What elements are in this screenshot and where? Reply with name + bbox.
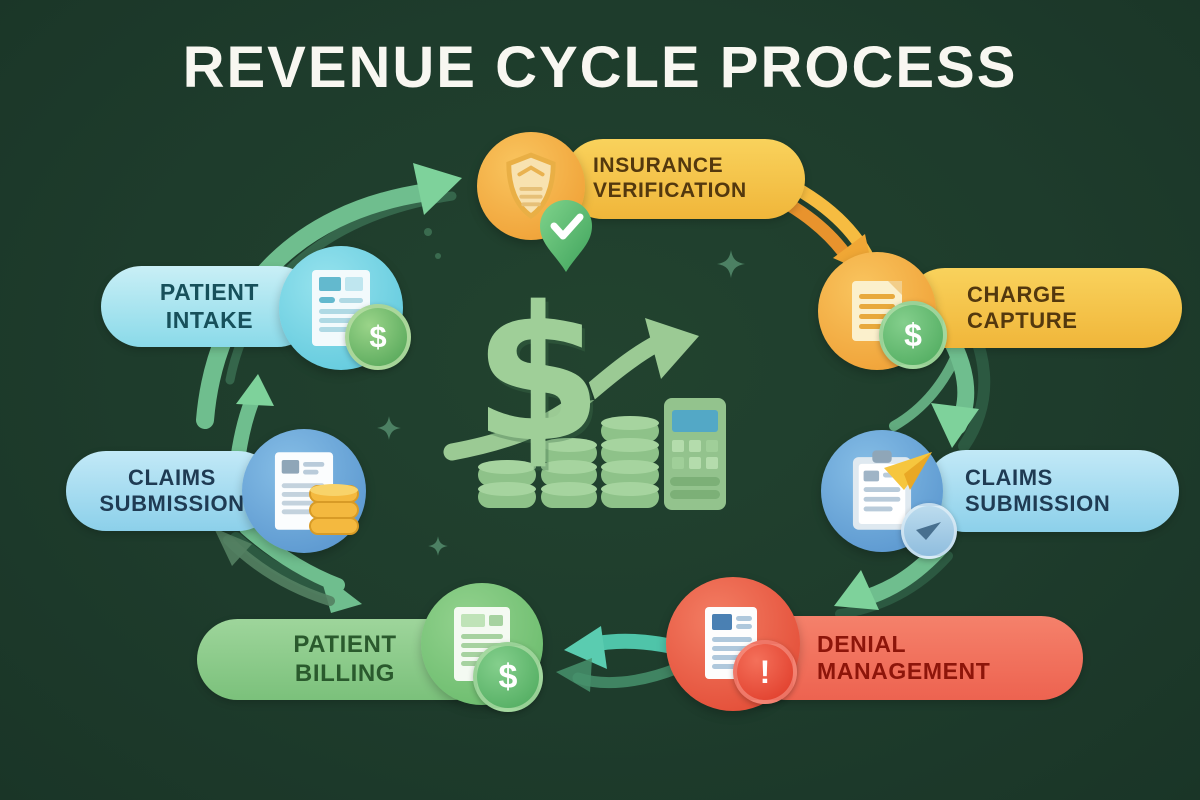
stage-label-line: PATIENT <box>159 279 260 306</box>
stage-label-line: CLAIMS <box>128 465 216 491</box>
flow-arrow-claims-left-to-intake <box>230 374 274 465</box>
flow-arrow-claims-left-to-billing <box>214 521 362 613</box>
center-finance-illustration <box>443 318 726 510</box>
flow-arrow-denial-to-billing <box>556 626 684 692</box>
stage-label-line: INTAKE <box>165 306 254 333</box>
stage-label-line: INSURANCE <box>593 154 724 178</box>
stage-label-line: CAPTURE <box>967 308 1078 333</box>
stage-label-line: MANAGEMENT <box>817 658 991 684</box>
dollar-badge-icon: $ <box>879 301 947 369</box>
coin-stacks-icon <box>478 416 659 508</box>
checkmark-pin-icon <box>534 196 598 283</box>
stage-label-line: PATIENT <box>293 631 397 659</box>
page-title: REVENUE CYCLE PROCESS <box>182 35 1018 100</box>
growth-arrow-icon <box>443 318 699 461</box>
shield-icon <box>506 152 556 219</box>
stage-label-line: BILLING <box>294 659 396 687</box>
dollar-sign-icon: $ <box>473 266 603 483</box>
dollar-badge-icon: $ <box>473 642 543 712</box>
paper-plane-icon <box>884 452 932 490</box>
stage-label-line: DENIAL <box>817 630 907 657</box>
sparkle-icon <box>377 228 745 556</box>
coins-icon <box>309 484 359 535</box>
stage-label-line: SUBMISSION <box>965 491 1111 516</box>
stage-label-line: CHARGE <box>967 282 1066 308</box>
stage-label-line: VERIFICATION <box>593 179 747 202</box>
stage-label-line: SUBMISSION <box>99 491 245 516</box>
dollar-badge-icon: $ <box>345 304 411 370</box>
stage-label-line: CLAIMS <box>965 465 1053 491</box>
calculator-icon <box>664 398 726 510</box>
plane-badge-icon <box>901 503 957 559</box>
alert-badge-icon: ! <box>733 640 797 704</box>
